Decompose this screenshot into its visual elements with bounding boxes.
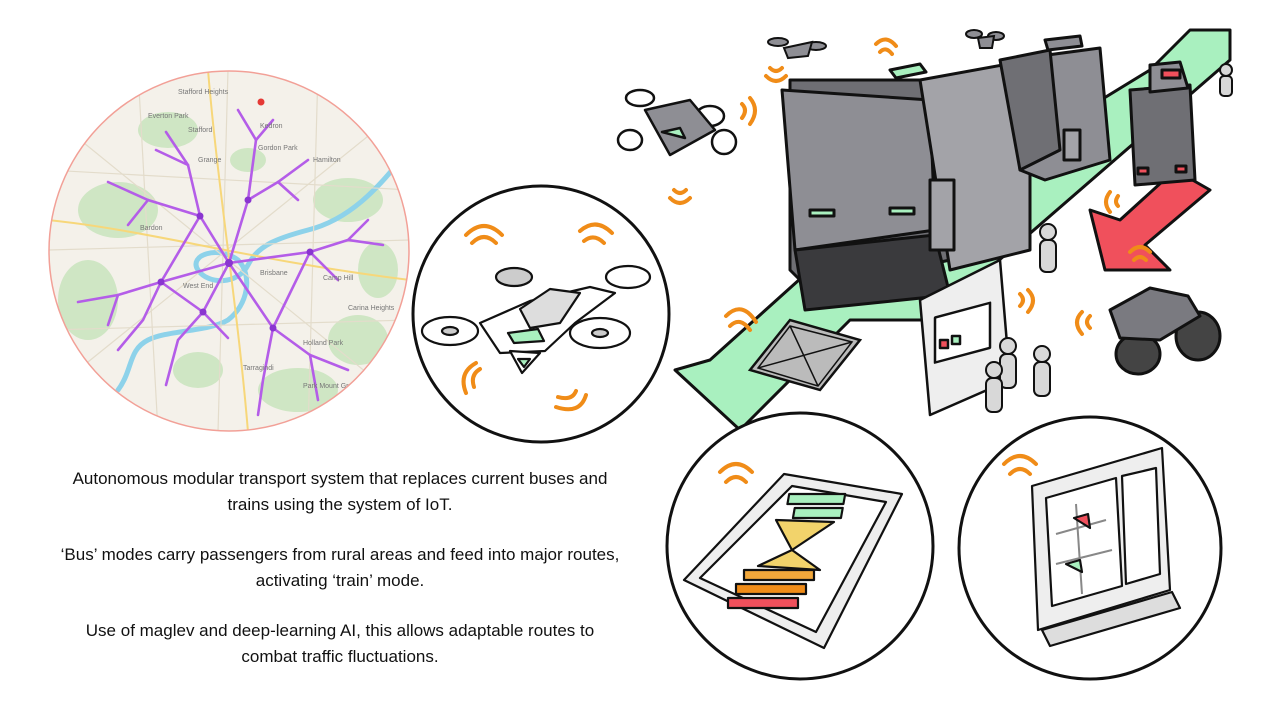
map-label: Brisbane	[260, 270, 288, 277]
map-label: Carina Heights	[348, 305, 395, 312]
signal-icon	[1114, 194, 1120, 208]
signal-icon	[724, 307, 758, 324]
map-label: Kedron	[260, 123, 283, 130]
signal-icon	[768, 66, 784, 73]
description-paragraph: Use of maglev and deep-learning AI, this…	[85, 621, 595, 666]
passenger-icon	[985, 63, 1233, 413]
signal-icon	[764, 74, 788, 83]
signal-icon	[728, 319, 752, 332]
map-label: Bardon	[140, 225, 163, 232]
map-label: Holland Park	[303, 340, 344, 347]
map-label: Hamilton	[313, 157, 341, 164]
map-label: Gordon Park	[258, 145, 298, 152]
direction-arrow-icon	[1088, 168, 1212, 272]
signal-icon	[578, 222, 614, 245]
description-paragraph: ‘Bus’ modes carry passengers from rural …	[60, 545, 620, 590]
signal-icon	[718, 462, 754, 484]
signal-icon	[554, 389, 588, 412]
map-label: Stafford	[188, 127, 212, 134]
drone-icon	[420, 264, 652, 375]
drone-vehicle-inset	[411, 184, 671, 444]
signal-icon	[1085, 314, 1092, 330]
major-roads	[49, 71, 409, 431]
drone-icon	[616, 88, 738, 157]
map-boundary	[48, 70, 410, 432]
map-label: Camp Hill	[323, 275, 354, 282]
signal-icon	[1002, 454, 1038, 476]
signal-icon	[874, 37, 898, 48]
map-label: West End	[183, 283, 213, 290]
description-paragraph: Autonomous modular transport system that…	[72, 469, 608, 514]
drone-icon	[965, 29, 1005, 49]
map-label: Everton Park	[148, 113, 189, 120]
signal-icon	[1075, 310, 1084, 336]
signal-icon	[1104, 190, 1112, 214]
modular-vehicle-front	[780, 58, 1032, 312]
signal-icon	[1026, 288, 1035, 314]
signal-icon	[748, 96, 757, 126]
capacity-display-inset	[665, 411, 935, 681]
map-label: Park Mount Gravatt	[303, 383, 364, 390]
autonomous-pod-icon	[1108, 286, 1222, 376]
capacity-gauge-icon	[682, 472, 904, 650]
modular-vehicle-rear	[1128, 60, 1197, 187]
signal-icon	[1132, 255, 1148, 262]
map-label: Grange	[198, 157, 221, 164]
description-text: Autonomous modular transport system that…	[60, 466, 620, 694]
map-label: Stafford Heights	[178, 89, 229, 96]
signal-icon	[1128, 245, 1152, 254]
signal-icon	[1018, 292, 1025, 308]
signal-icon	[878, 47, 894, 56]
signal-icon	[668, 196, 692, 205]
location-pin-icon	[257, 98, 265, 106]
modular-vehicle-middle	[998, 34, 1112, 182]
route-display-inset	[957, 415, 1223, 681]
route-screen-icon	[1030, 446, 1182, 648]
info-kiosk-icon	[918, 258, 1012, 417]
signal-icon	[464, 224, 504, 245]
transport-scene	[616, 28, 1233, 432]
map-label: Tarragindi	[243, 365, 274, 372]
route-map-illustration: Stafford Heights Stafford Kedron Everton…	[48, 70, 410, 432]
drone-icon	[767, 37, 827, 60]
river	[115, 147, 409, 393]
signal-icon	[740, 102, 747, 120]
signal-icon	[672, 188, 688, 195]
transit-hubs	[157, 196, 314, 332]
signal-icon	[461, 361, 482, 395]
transit-routes	[76, 108, 385, 417]
map-labels: Stafford Heights Stafford Kedron Everton…	[140, 89, 395, 390]
